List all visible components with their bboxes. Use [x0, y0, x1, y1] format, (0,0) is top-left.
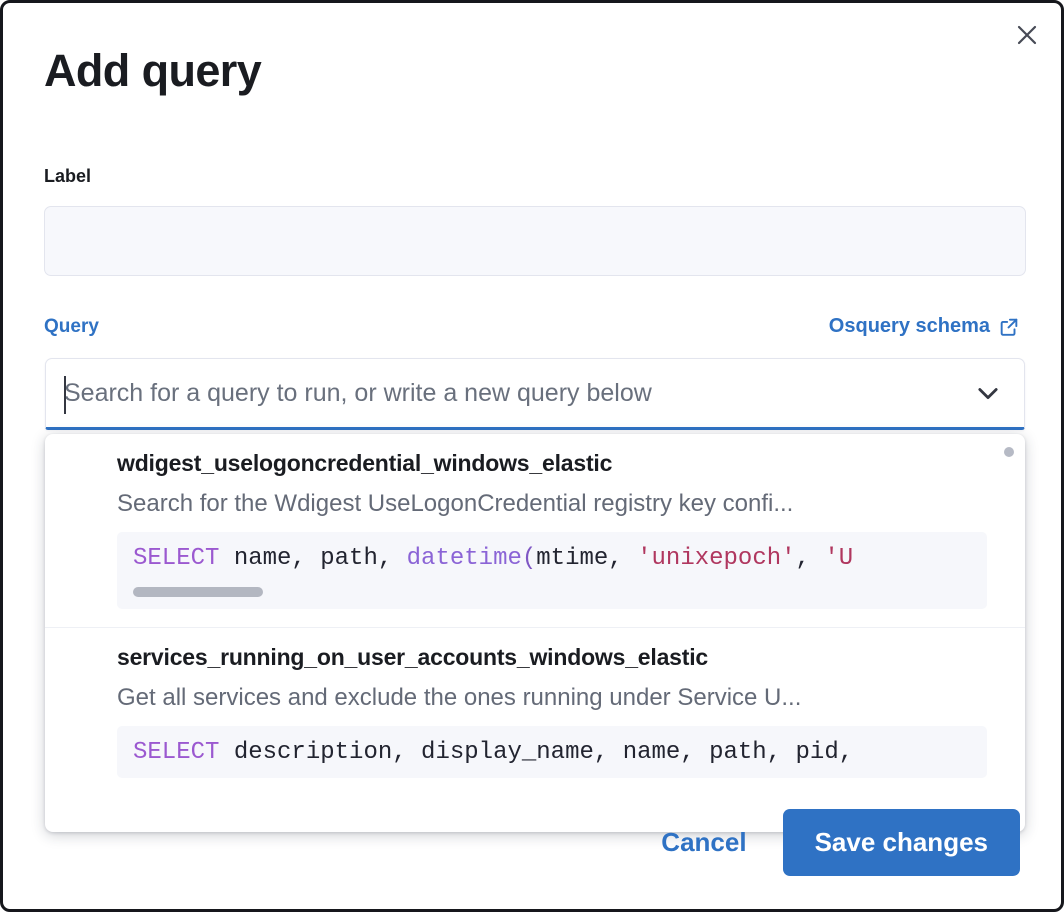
query-option-title: services_running_on_user_accounts_window…	[117, 643, 708, 670]
query-field-label: Query	[44, 316, 99, 337]
sql-columns: name, path,	[219, 545, 407, 572]
list-item[interactable]: services_running_on_user_accounts_window…	[45, 626, 1025, 797]
query-option-sql: SELECT description, display_name, name, …	[117, 725, 987, 779]
query-option-sql: SELECT name, path, datetime(mtime, 'unix…	[117, 532, 987, 609]
cancel-button[interactable]: Cancel	[651, 821, 756, 864]
sql-keyword: SELECT	[133, 738, 220, 766]
text-cursor	[64, 376, 66, 414]
label-input[interactable]	[44, 206, 1026, 276]
sql-function: datetime	[406, 545, 522, 572]
list-item[interactable]: wdigest_uselogoncredential_windows_elast…	[45, 434, 1025, 627]
external-link-icon	[998, 316, 1020, 338]
sql-string-2: 'U	[824, 545, 854, 572]
chevron-down-icon[interactable]	[966, 371, 1010, 415]
osquery-schema-link-label: Osquery schema	[828, 315, 990, 337]
sql-args: mtime,	[536, 545, 638, 572]
sql-comma: ,	[795, 545, 825, 572]
page-title: Add query	[44, 45, 262, 96]
save-changes-button[interactable]: Save changes	[782, 809, 1020, 876]
sql-keyword: SELECT	[133, 545, 220, 572]
sql-string-1: 'unixepoch'	[637, 545, 796, 572]
query-search-input[interactable]	[64, 378, 966, 408]
sql-paren: (	[521, 545, 537, 572]
query-combobox[interactable]	[45, 358, 1025, 430]
close-icon[interactable]	[1009, 17, 1045, 53]
dropdown-scrollbar[interactable]	[1004, 447, 1014, 457]
query-option-title: wdigest_uselogoncredential_windows_elast…	[117, 450, 613, 476]
query-option-description: Get all services and exclude the ones ru…	[117, 683, 802, 711]
osquery-schema-link[interactable]: Osquery schema	[829, 315, 1020, 338]
sql-columns: description, display_name, name, path, p…	[219, 738, 854, 766]
sql-horizontal-scrollbar[interactable]	[133, 586, 263, 597]
modal-footer: Cancel Save changes	[651, 809, 1020, 876]
label-field-label: Label	[44, 166, 92, 186]
query-suggestions-dropdown: wdigest_uselogoncredential_windows_elast…	[45, 434, 1025, 832]
query-option-description: Search for the Wdigest UseLogonCredentia…	[117, 490, 794, 517]
